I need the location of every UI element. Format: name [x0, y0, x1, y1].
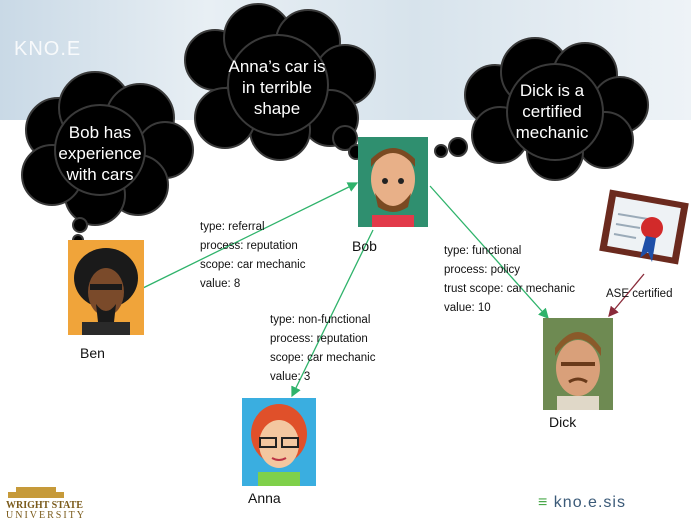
person-name-ben: Ben [80, 345, 105, 361]
edge-bob-dick [429, 185, 549, 319]
thought-text-dick: Dick is a certified mechanic [515, 81, 589, 142]
edge-bob-anna [291, 229, 374, 398]
avatar-anna [242, 398, 316, 486]
thought-cloud-dick [434, 37, 649, 181]
banner-logo-text: KNO.E [14, 38, 82, 60]
wright-state-building-icon [8, 487, 64, 498]
knoesis-logo: ≡ kno.e.sis [538, 494, 626, 511]
person-name-anna: Anna [248, 490, 281, 506]
edge-label-ben-bob: type: referral process: reputation scope… [200, 221, 306, 290]
avatar-ben [68, 240, 144, 335]
person-name-bob: Bob [352, 238, 377, 254]
certificate-label: ASE certified [606, 288, 673, 300]
thought-text-bob: Anna’s car is in terrible shape [228, 57, 326, 118]
avatar-bob [358, 137, 428, 227]
thought-cloud-ben [21, 71, 194, 246]
edge-label-bob-dick: type: functional process: policy trust s… [444, 245, 576, 314]
edge-cert-dick [608, 273, 645, 317]
knoesis-mark-icon: ≡ [538, 494, 549, 511]
wright-state-logo: WRIGHT STATE UNIVERSITY [6, 486, 86, 521]
avatar-dick [543, 318, 613, 410]
thought-text-ben: Bob has experience with cars [58, 123, 142, 184]
thought-cloud-bob [184, 3, 376, 161]
certificate-icon [599, 189, 689, 265]
edge-ben-bob [142, 182, 359, 289]
person-name-dick: Dick [549, 414, 577, 430]
edge-label-bob-anna: type: non-functional process: reputation… [270, 314, 376, 383]
